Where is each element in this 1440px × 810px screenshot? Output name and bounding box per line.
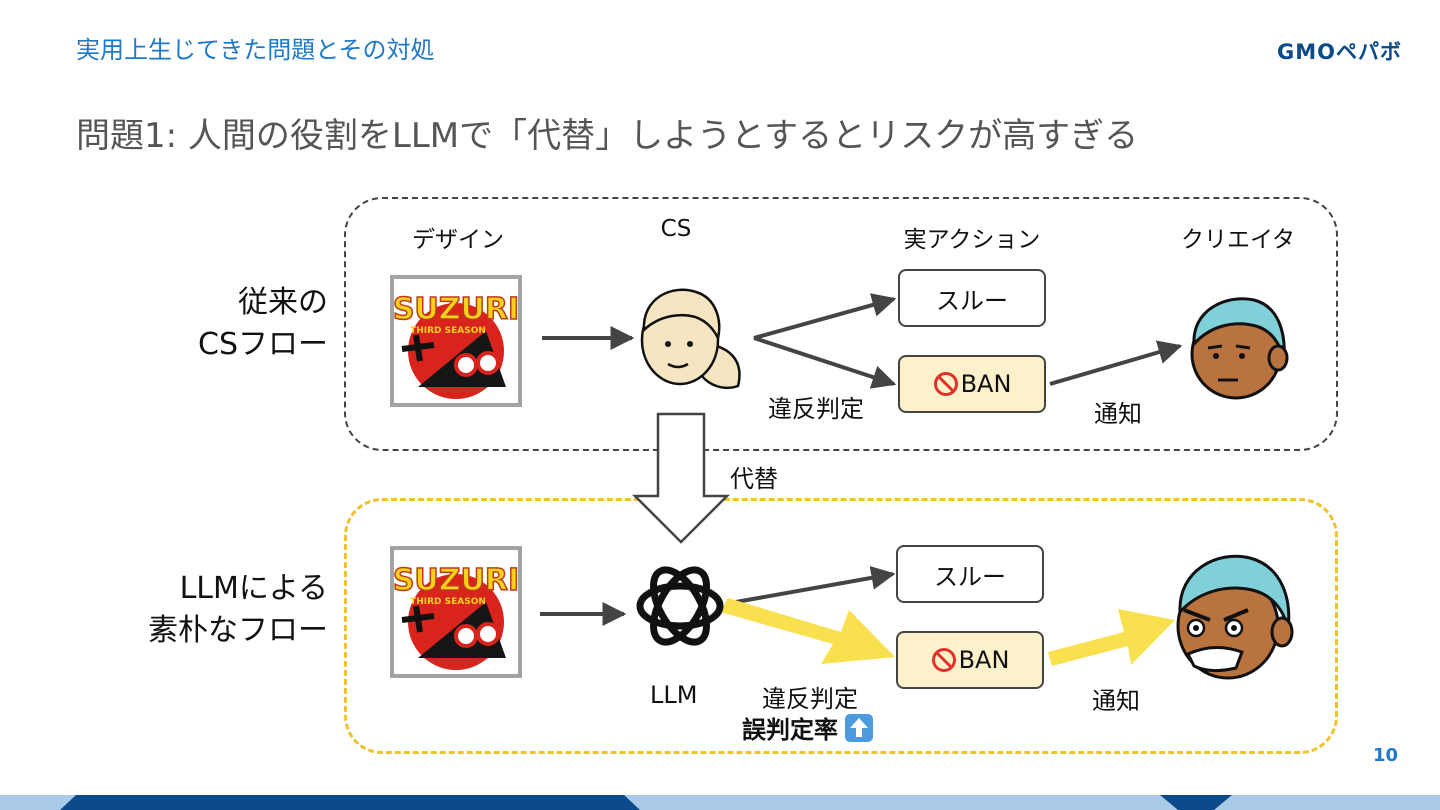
llm-agent-label: LLM [650,681,698,709]
violation-label: 違反判定 [768,395,864,423]
llm-flow-label-line1: LLMによる [179,571,328,606]
llm-flow-label-line2: 素朴なフロー [148,613,328,648]
action-ban-label: BAN [960,370,1012,398]
page-number: 10 [1372,745,1398,766]
creator-angry-icon [1176,554,1294,680]
llm-violation-label: 違反判定 [762,685,858,713]
cs-person-icon [640,288,741,389]
openai-logo-icon [636,566,724,646]
company-logo: GMOペパボ [1277,40,1402,64]
traditional-flow-label: 従来の CSフロー [198,282,328,366]
slide-title: 問題1: 人間の役割をLLMで「代替」しようとするとリスクが高すぎる [76,116,1139,156]
traditional-flow-label-line1: 従来の [238,285,328,320]
prohibited-icon [933,372,958,396]
llm-action-ban-box: BAN [896,631,1044,689]
design-image: SUZURI THIRD SEASON [390,275,522,407]
llm-action-pass-box: スルー [896,545,1044,603]
traditional-flow-label-line2: CSフロー [198,327,328,362]
action-pass-box: スルー [898,269,1046,327]
llm-action-ban-label: BAN [958,646,1010,674]
llm-flow-label: LLMによる 素朴なフロー [148,568,328,652]
misjudge-rate-note: 誤判定率 [742,710,874,745]
section-title: 実用上生じてきた問題とその対処 [76,36,435,64]
action-ban-box: BAN [898,355,1046,413]
column-header-creator: クリエイタ [1180,227,1296,253]
up-arrow-icon [845,713,873,742]
footer-shapes [60,795,1232,810]
replace-label: 代替 [730,465,778,493]
column-header-action: 実アクション [903,227,1041,253]
llm-flow-box [344,498,1338,754]
action-pass-label: スルー [936,286,1008,315]
design-image-subtitle: THIRD SEASON [410,597,486,607]
column-header-cs: CS [660,216,692,242]
notify-label: 通知 [1094,400,1142,428]
traditional-flow-box [344,197,1338,451]
design-image-title: SUZURI [394,292,518,327]
design-image: SUZURI THIRD SEASON [390,546,522,678]
column-header-design: デザイン [412,227,504,253]
design-image-subtitle: THIRD SEASON [410,326,486,336]
llm-action-pass-label: スルー [934,562,1006,591]
llm-notify-label: 通知 [1092,687,1140,715]
misjudge-rate-label: 誤判定率 [742,716,838,744]
creator-calm-icon [1190,297,1289,400]
prohibited-icon [931,648,956,672]
design-image-title: SUZURI [394,563,518,598]
